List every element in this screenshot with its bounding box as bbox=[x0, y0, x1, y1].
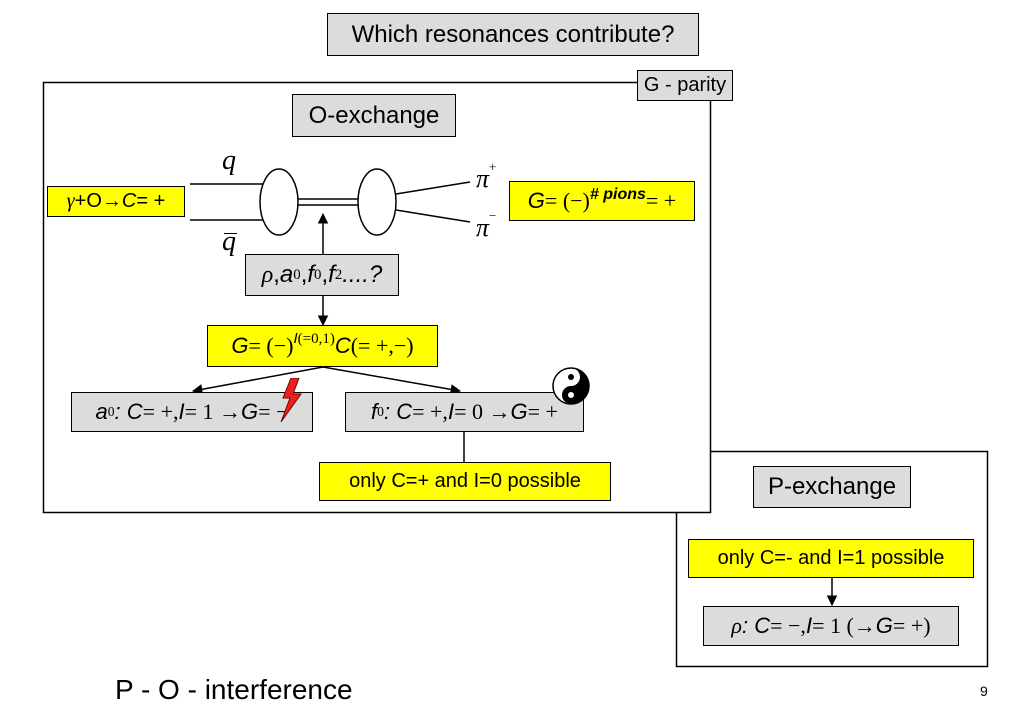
page-number: 9 bbox=[980, 683, 988, 699]
o-exchange-heading: O-exchange bbox=[292, 94, 456, 137]
o-exchange-conclusion: only C=+ and I=0 possible bbox=[319, 462, 611, 501]
g-parity-formula-box: G = (−)I(=0,1)C(= +,−) bbox=[207, 325, 438, 367]
g-parity-pions-box: G = (−)# pions = + bbox=[509, 181, 695, 221]
lightning-icon bbox=[280, 378, 302, 422]
photon-charge-conjugation-box: γ + O → C = + bbox=[47, 186, 185, 217]
footer-title: P - O - interference bbox=[115, 674, 353, 705]
antiquark-label: q bbox=[222, 226, 237, 257]
p-exchange-conclusion: only C=- and I=1 possible bbox=[688, 539, 974, 578]
o-exchange-frame bbox=[42, 81, 712, 514]
p-exchange-frame bbox=[675, 450, 989, 668]
p-exchange-heading: P-exchange bbox=[753, 466, 911, 508]
pi-plus-label: π+ bbox=[476, 159, 497, 193]
quark-label: q bbox=[222, 145, 236, 176]
vertex-ellipse-left bbox=[259, 168, 299, 236]
yin-yang-icon bbox=[552, 367, 590, 405]
vertex-ellipse-right bbox=[357, 168, 397, 236]
pi-minus-label: π− bbox=[476, 208, 497, 242]
g-parity-tag: G - parity bbox=[637, 70, 733, 101]
slide-title: Which resonances contribute? bbox=[327, 13, 699, 56]
rho-resonance-box: ρ : C = −, I = 1 (→ G = +) bbox=[703, 606, 959, 646]
